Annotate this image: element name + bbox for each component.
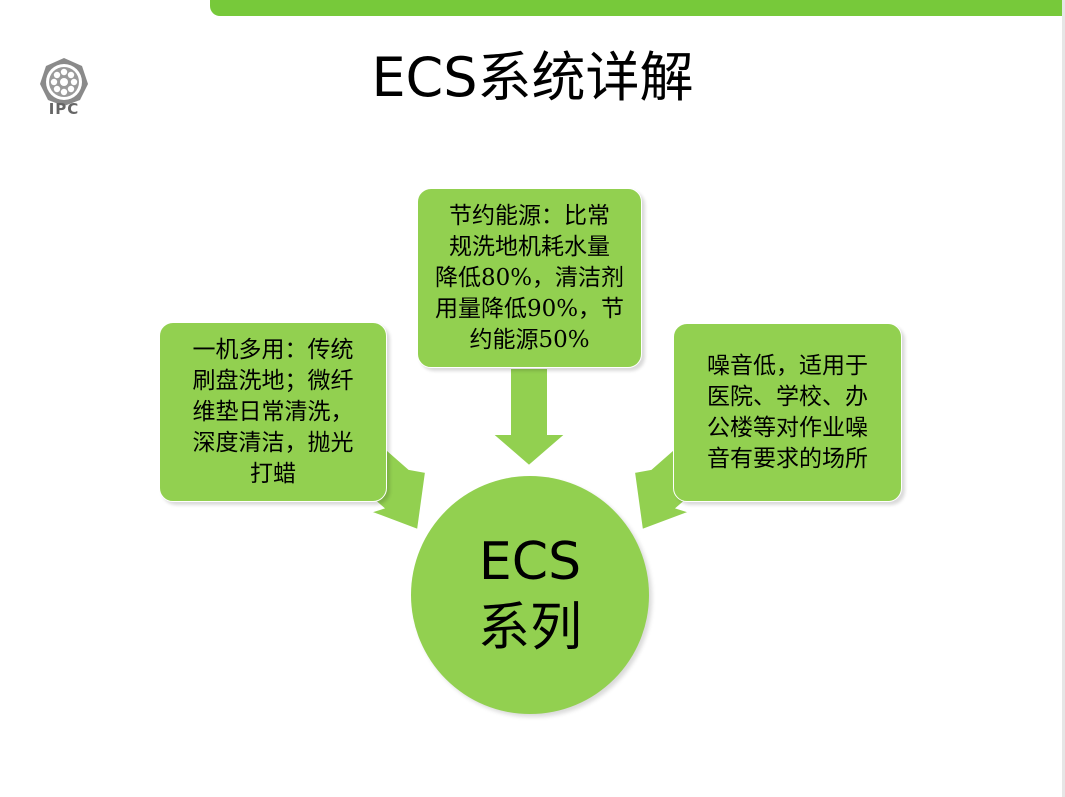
feature-box-energy-saving: 节约能源：比常 规洗地机耗水量 降低80%，清洁剂 用量降低90%，节 约能源5… (417, 188, 642, 368)
feature-line: 噪音低，适用于 (707, 352, 868, 379)
feature-line: 降低80%，清洁剂 (434, 264, 625, 291)
feature-line: 公楼等对作业噪 (707, 414, 868, 441)
feature-box-low-noise: 噪音低，适用于 医院、学校、办 公楼等对作业噪 音有要求的场所 (673, 323, 902, 502)
feature-line: 约能源50% (469, 326, 590, 353)
center-label-line2: 系列 (477, 598, 582, 658)
feature-box-multi-use: 一机多用：传统 刷盘洗地；微纤 维垫日常清洗， 深度清洁，抛光 打蜡 (159, 322, 387, 502)
center-label-line1: ECS (478, 532, 582, 592)
feature-line: 音有要求的场所 (707, 445, 868, 472)
arrow-top-down (489, 367, 569, 468)
page-title: ECS系统详解 (371, 46, 694, 109)
feature-line: 节约能源：比常 (449, 202, 610, 229)
logo-text: IPC (48, 100, 80, 118)
feature-line: 医院、学校、办 (707, 383, 868, 410)
feature-line: 深度清洁，抛光 (192, 429, 354, 456)
feature-line: 维垫日常清洗， (192, 398, 354, 425)
top-accent-bar (210, 0, 1063, 16)
feature-line: 打蜡 (250, 460, 296, 487)
center-circle-ecs-series: ECS 系列 (411, 476, 649, 714)
feature-line: 一机多用：传统 (192, 336, 354, 363)
feature-line: 刷盘洗地；微纤 (192, 367, 354, 394)
slide-edge (1062, 0, 1065, 797)
feature-line: 用量降低90%，节 (434, 295, 625, 322)
feature-line: 规洗地机耗水量 (449, 233, 610, 260)
ipc-logo-icon (40, 58, 88, 106)
